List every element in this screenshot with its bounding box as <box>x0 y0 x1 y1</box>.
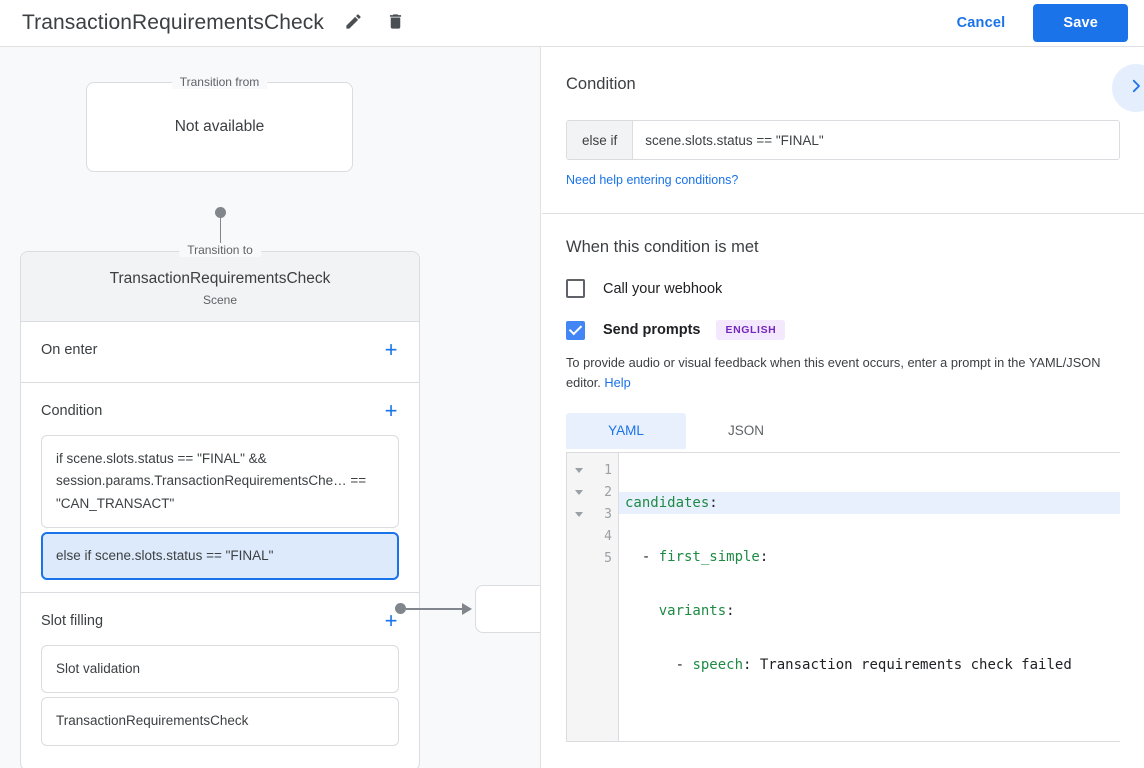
transition-to-legend: Transition to <box>179 243 261 257</box>
list-item[interactable]: if scene.slots.status == "FINAL" && sess… <box>41 435 399 528</box>
code-key: speech <box>692 656 744 673</box>
code-key: first_simple <box>658 548 760 565</box>
line-number: 4 <box>604 528 612 544</box>
edge-port-icon <box>395 603 406 614</box>
condition-help-link[interactable]: Need help entering conditions? <box>566 173 739 187</box>
prompt-hint-text: To provide audio or visual feedback when… <box>566 355 1101 390</box>
send-prompts-row: Send prompts ENGLISH <box>566 320 1120 340</box>
code-punct: : <box>743 656 752 673</box>
webhook-row: Call your webhook <box>566 279 1120 298</box>
code-line: - speech: Transaction requirements check… <box>619 654 1120 676</box>
node-section-slot-filling: Slot filling + Slot validation Transacti… <box>21 593 419 758</box>
editor-fold-column <box>567 452 590 741</box>
trash-icon <box>386 12 405 34</box>
editor-code-area[interactable]: candidates: - first_simple: variants: - … <box>619 453 1120 741</box>
app-header: TransactionRequirementsCheck Cancel Save <box>0 0 1144 47</box>
scene-title: TransactionRequirementsCheck <box>109 270 331 287</box>
code-key: variants <box>658 602 727 619</box>
chevron-right-icon <box>1127 77 1144 100</box>
transition-from-card[interactable]: Transition from Not available <box>86 75 353 172</box>
condition-prefix-label: else if <box>567 121 634 159</box>
header-actions: Cancel Save <box>943 4 1144 42</box>
cancel-button[interactable]: Cancel <box>943 6 1020 40</box>
list-item[interactable]: Slot validation <box>41 645 399 694</box>
code-dash: - <box>641 548 659 565</box>
plus-icon[interactable]: + <box>384 398 398 423</box>
tab-json[interactable]: JSON <box>727 423 764 439</box>
code-indent <box>625 549 642 565</box>
section-head: Slot filling + <box>21 593 419 641</box>
scene-subtitle: Scene <box>202 293 238 307</box>
condition-section: Condition else if Need help entering con… <box>542 47 1144 214</box>
list-item[interactable]: else if scene.slots.status == "FINAL" <box>41 531 399 581</box>
call-webhook-checkbox[interactable] <box>566 279 585 298</box>
section-head: Condition + <box>21 383 419 431</box>
fold-triangle-icon[interactable] <box>567 460 590 482</box>
node-section-condition: Condition + if scene.slots.status == "FI… <box>21 383 419 594</box>
code-line: variants: <box>619 600 1120 622</box>
transition-to-card[interactable]: TransactionRequirementsCheck Scene On en… <box>20 251 420 768</box>
code-indent <box>625 603 659 619</box>
send-prompts-checkbox[interactable] <box>566 320 585 340</box>
pencil-icon <box>344 12 363 34</box>
condition-heading: Condition <box>566 75 636 93</box>
section-title-condition: Condition <box>41 403 103 419</box>
when-condition-met-section: When this condition is met Call your web… <box>542 214 1144 742</box>
line-number: 2 <box>604 484 612 500</box>
transition-from-value: Not available <box>174 118 265 135</box>
graph-canvas[interactable]: Transition from Not available Transition… <box>0 47 541 768</box>
fold-triangle-icon[interactable] <box>567 482 590 504</box>
tab-yaml[interactable]: YAML <box>566 412 686 449</box>
scene-header: TransactionRequirementsCheck Scene <box>21 252 419 322</box>
edge-line <box>406 608 466 610</box>
call-webhook-label: Call your webhook <box>603 280 723 297</box>
page-title: TransactionRequirementsCheck <box>22 11 324 34</box>
code-indent <box>625 657 676 673</box>
line-number: 1 <box>604 462 612 478</box>
transition-from-legend: Transition from <box>171 75 268 89</box>
edit-button[interactable] <box>338 8 368 38</box>
fold-triangle-icon[interactable] <box>567 504 590 526</box>
editor-tabs: YAML JSON <box>566 412 1120 449</box>
condition-input-row[interactable]: else if <box>566 120 1120 160</box>
connector-line <box>219 213 221 259</box>
condition-expression-input[interactable] <box>633 121 1119 159</box>
list-item[interactable]: TransactionRequirementsCheck <box>41 697 399 746</box>
code-value: Transaction requirements check failed <box>751 656 1072 673</box>
connector-dot-icon <box>215 207 226 218</box>
when-condition-met-heading: When this condition is met <box>566 238 759 256</box>
code-line <box>619 708 1120 730</box>
plus-icon[interactable]: + <box>384 608 398 634</box>
section-title-on-enter: On enter <box>41 342 98 358</box>
section-title-slot-filling: Slot filling <box>41 613 104 630</box>
prompt-help-link[interactable]: Help <box>604 374 631 390</box>
code-punct: : <box>726 602 735 619</box>
plus-icon[interactable]: + <box>384 337 398 362</box>
editor-line-numbers: 1 2 3 4 5 <box>590 452 619 741</box>
code-punct: : <box>709 494 718 511</box>
code-dash: - <box>675 656 693 673</box>
prompt-hint: To provide audio or visual feedback when… <box>566 353 1118 393</box>
line-number: 5 <box>604 550 612 566</box>
code-line: - first_simple: <box>619 546 1120 568</box>
line-number: 3 <box>604 506 612 522</box>
edge-arrow-icon <box>462 602 472 615</box>
target-node-card[interactable] <box>475 585 540 633</box>
panel-expand-button[interactable] <box>1112 64 1144 112</box>
save-button[interactable]: Save <box>1033 4 1128 42</box>
language-badge: ENGLISH <box>716 320 786 340</box>
delete-button[interactable] <box>380 8 410 38</box>
code-editor[interactable]: 1 2 3 4 5 candidates: - first_simple: va… <box>566 451 1120 742</box>
code-line: candidates: <box>619 491 1120 514</box>
section-head: On enter + <box>21 322 419 370</box>
code-key: candidates <box>625 494 710 511</box>
detail-panel: Condition else if Need help entering con… <box>542 47 1144 768</box>
node-section-on-enter: On enter + <box>21 322 419 383</box>
code-punct: : <box>759 548 769 565</box>
send-prompts-label: Send prompts <box>603 322 701 338</box>
